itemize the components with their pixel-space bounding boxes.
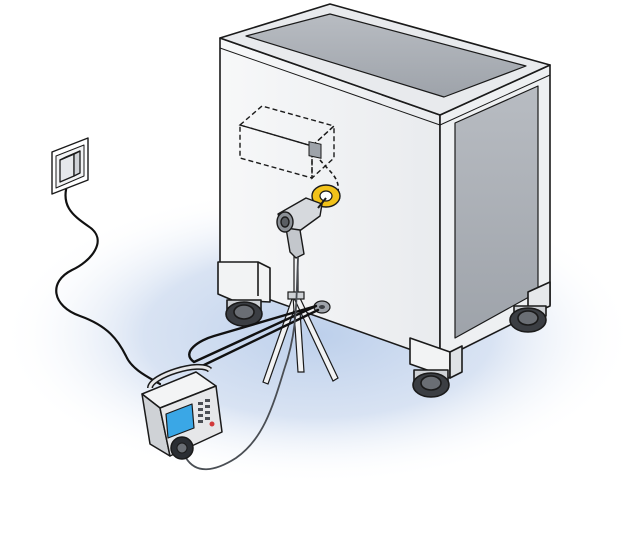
mains-cable [55,180,162,386]
caster-left [225,299,263,327]
internal-wire [319,159,340,193]
tester-keypad [198,399,215,427]
caster-front [412,369,450,398]
clamp-ring-icon [311,184,341,208]
caster-right [509,305,547,333]
electrical-tester-icon [141,363,223,460]
cabinet-top-panel [245,13,527,98]
dashed-component-box-icon [238,105,336,180]
plug-adapter-icon [59,150,81,183]
probe-cable [185,257,299,471]
handheld-probe-icon [276,197,327,259]
cables [55,180,320,471]
component-port [308,141,322,159]
metal-cabinet-icon [217,3,551,398]
cabinet-foot-left [217,261,271,303]
tester-screen [165,403,195,439]
